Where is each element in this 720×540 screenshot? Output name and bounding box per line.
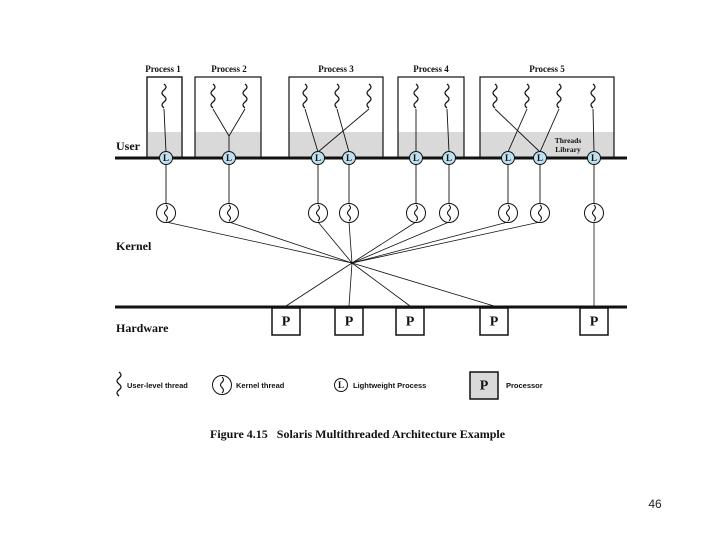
legend-lwp-label: Lightweight Process bbox=[353, 381, 426, 390]
lwp-circle: L bbox=[409, 151, 423, 165]
kernel-thread-icon bbox=[498, 203, 518, 223]
user-thread-icon bbox=[161, 83, 167, 109]
kernel-thread-icon bbox=[406, 203, 426, 223]
legend: User-level thread Kernel thread L Lightw… bbox=[116, 371, 543, 400]
process-5: Process 5 bbox=[479, 64, 615, 159]
process-1-title: Process 1 bbox=[145, 64, 181, 74]
kernel-thread-icon bbox=[584, 203, 604, 223]
lwp-label: L bbox=[537, 153, 543, 163]
legend-lwp-icon: L bbox=[334, 378, 348, 392]
process-4-title: Process 4 bbox=[413, 64, 449, 74]
legend-kernel-thread-icon bbox=[212, 375, 232, 395]
lwp-label: L bbox=[346, 153, 352, 163]
kernel-thread-icon bbox=[339, 203, 359, 223]
hardware-layer-label: Hardware bbox=[116, 321, 169, 335]
lwp-label: L bbox=[446, 153, 452, 163]
page-number: 46 bbox=[648, 497, 662, 511]
lwp-label: L bbox=[413, 153, 419, 163]
process-2-title: Process 2 bbox=[211, 64, 247, 74]
lwp-circle: L bbox=[501, 151, 515, 165]
lwp-circle: L bbox=[159, 151, 173, 165]
legend-processor-icon: P bbox=[469, 371, 499, 400]
lwp-circle: L bbox=[587, 151, 601, 165]
process-2: Process 2 bbox=[194, 64, 262, 159]
process-3-title: Process 3 bbox=[318, 64, 354, 74]
lwps: L L L L L L L L L bbox=[159, 151, 601, 165]
lwp-circle: L bbox=[311, 151, 325, 165]
lwp-label: L bbox=[505, 153, 511, 163]
process-1: Process 1 bbox=[145, 64, 183, 159]
user-layer-label: User bbox=[116, 139, 141, 153]
processor-box: P bbox=[579, 307, 609, 336]
lwp-label: L bbox=[591, 153, 597, 163]
legend-processor-symbol: P bbox=[480, 379, 489, 394]
lwp-label: L bbox=[226, 153, 232, 163]
lwp-circle: L bbox=[342, 151, 356, 165]
legend-kernel-thread-label: Kernel thread bbox=[236, 381, 285, 390]
processor-label: P bbox=[490, 315, 499, 330]
processor-box: P bbox=[479, 307, 509, 336]
processor-label: P bbox=[282, 315, 291, 330]
processor-label: P bbox=[345, 315, 354, 330]
legend-lwp-symbol: L bbox=[338, 380, 344, 390]
figure-caption: Figure 4.15 Solaris Multithreaded Archit… bbox=[210, 427, 506, 441]
legend-user-thread-label: User-level thread bbox=[127, 381, 188, 390]
threads-library-label-line2: Library bbox=[555, 145, 581, 154]
lwp-circle: L bbox=[533, 151, 547, 165]
kernel-thread-icon bbox=[156, 203, 176, 223]
process-5-title: Process 5 bbox=[529, 64, 565, 74]
scheduling-links bbox=[165, 221, 595, 307]
kernel-thread-icon bbox=[219, 203, 239, 223]
kernel-threads bbox=[156, 203, 604, 223]
processors: P P P P P bbox=[271, 307, 609, 336]
processor-box: P bbox=[334, 307, 364, 336]
process-3: Process 3 bbox=[288, 64, 384, 159]
lwp-circle: L bbox=[442, 151, 456, 165]
processor-label: P bbox=[406, 315, 415, 330]
processor-label: P bbox=[590, 315, 599, 330]
lwp-kernel-links bbox=[165, 164, 595, 204]
thread-lwp-links bbox=[163, 108, 595, 153]
kernel-thread-icon bbox=[308, 203, 328, 223]
lwp-label: L bbox=[315, 153, 321, 163]
process-4: Process 4 bbox=[397, 64, 465, 159]
threads-library-label-line1: Threads bbox=[555, 136, 582, 145]
lwp-circle: L bbox=[222, 151, 236, 165]
processor-box: P bbox=[395, 307, 425, 336]
processor-box: P bbox=[271, 307, 301, 336]
kernel-thread-icon bbox=[439, 203, 459, 223]
kernel-layer-label: Kernel bbox=[116, 239, 152, 253]
legend-user-thread-icon bbox=[116, 371, 122, 397]
lwp-label: L bbox=[163, 153, 169, 163]
legend-processor-label: Processor bbox=[506, 381, 543, 390]
kernel-thread-icon bbox=[530, 203, 550, 223]
